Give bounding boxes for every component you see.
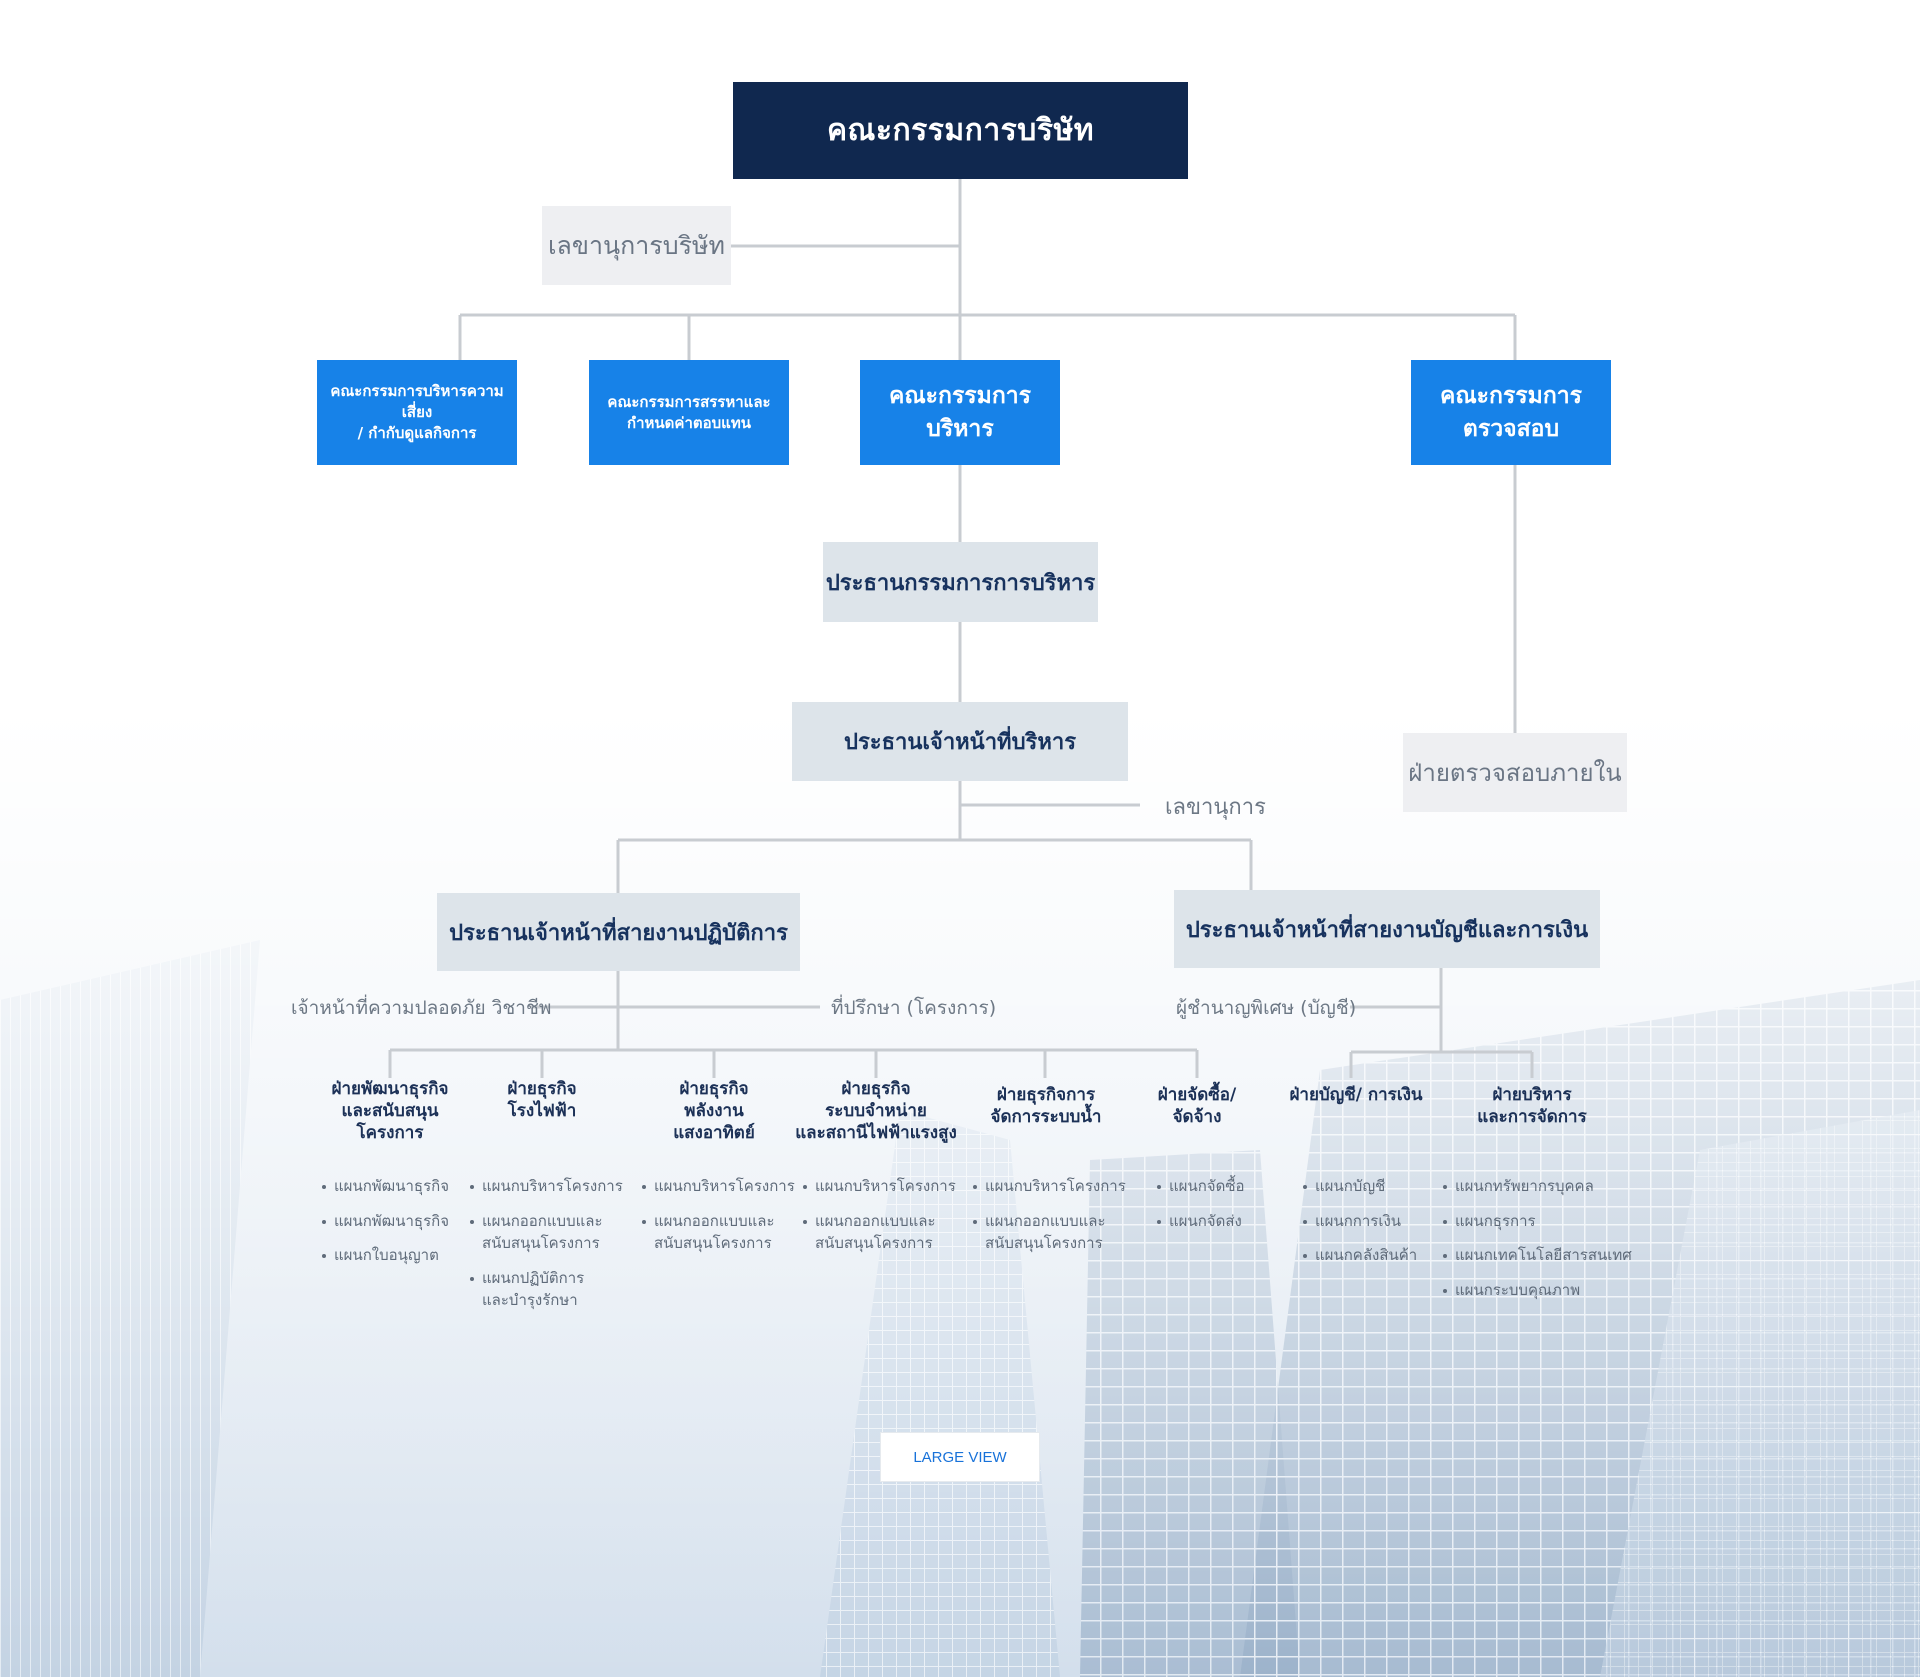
- department-unit-list: แผนกบริหารโครงการ แผนกออกแบบและ สนับสนุน…: [470, 1175, 635, 1324]
- department-unit: แผนกจัดซื้อ: [1157, 1175, 1267, 1198]
- department-unit: แผนกใบอนุญาต: [322, 1244, 472, 1267]
- nomination-remuneration-committee-box: คณะกรรมการสรรหาและ กำหนดค่าตอบแทน: [589, 360, 789, 465]
- department-unit: แผนกออกแบบและ สนับสนุนโครงการ: [973, 1210, 1138, 1255]
- department-unit-list: แผนกบริหารโครงการ แผนกออกแบบและ สนับสนุน…: [803, 1175, 968, 1267]
- department-title: ฝ่ายธุรกิจ พลังงาน แสงอาทิตย์: [673, 1079, 755, 1144]
- audit-committee-box: คณะกรรมการ ตรวจสอบ: [1411, 360, 1611, 465]
- department-unit: แผนกบัญชี: [1303, 1175, 1443, 1198]
- department-unit: แผนกบริหารโครงการ: [803, 1175, 968, 1198]
- department-unit: แผนกระบบคุณภาพ: [1443, 1279, 1633, 1302]
- project-advisor-label: ที่ปรึกษา (โครงการ): [831, 997, 997, 1019]
- safety-officer-label: เจ้าหน้าที่ความปลอดภัย วิชาชีพ: [291, 997, 552, 1019]
- coo-box: ประธานเจ้าหน้าที่สายงานปฏิบัติการ: [437, 893, 800, 971]
- department-unit-list: แผนกจัดซื้อ แผนกจัดส่ง: [1157, 1175, 1267, 1244]
- executive-committee-box: คณะกรรมการ บริหาร: [860, 360, 1060, 465]
- department-unit: แผนกออกแบบและ สนับสนุนโครงการ: [803, 1210, 968, 1255]
- department-unit: แผนกพัฒนาธุรกิจ: [322, 1175, 472, 1198]
- cfo-box: ประธานเจ้าหน้าที่สายงานบัญชีและการเงิน: [1174, 890, 1600, 968]
- department-title: ฝ่ายบัญชี/ การเงิน: [1289, 1085, 1423, 1105]
- risk-governance-committee-box: คณะกรรมการบริหารความเสี่ยง / กำกับดูแลกิ…: [317, 360, 517, 465]
- department-unit: แผนกการเงิน: [1303, 1210, 1443, 1233]
- department-unit: แผนกปฏิบัติการ และบำรุงรักษา: [470, 1267, 635, 1312]
- department-unit: แผนกออกแบบและ สนับสนุนโครงการ: [470, 1210, 635, 1255]
- department-unit-list: แผนกพัฒนาธุรกิจ แผนกพัฒนาธุรกิจ แผนกใบอน…: [322, 1175, 472, 1279]
- department-unit: แผนกบริหารโครงการ: [642, 1175, 807, 1198]
- department-unit: แผนกธุรการ: [1443, 1210, 1633, 1233]
- accounting-specialist-label: ผู้ชำนาญพิเศษ (บัญชี): [1176, 997, 1357, 1019]
- executive-chairman-box: ประธานกรรมการการบริหาร: [823, 542, 1098, 622]
- department-unit-list: แผนกบริหารโครงการ แผนกออกแบบและ สนับสนุน…: [973, 1175, 1138, 1267]
- department-unit: แผนกเทคโนโลยีสารสนเทศ: [1443, 1244, 1633, 1267]
- department-unit: แผนกพัฒนาธุรกิจ: [322, 1210, 472, 1233]
- department-unit-list: แผนกบริหารโครงการ แผนกออกแบบและ สนับสนุน…: [642, 1175, 807, 1267]
- large-view-button[interactable]: LARGE VIEW: [880, 1432, 1040, 1482]
- department-unit: แผนกคลังสินค้า: [1303, 1244, 1443, 1267]
- department-title: ฝ่ายพัฒนาธุรกิจ และสนับสนุน โครงการ: [331, 1079, 449, 1144]
- department-title: ฝ่ายธุรกิจ โรงไฟฟ้า: [507, 1079, 577, 1122]
- department-title: ฝ่ายธุรกิจ ระบบจำหน่าย และสถานีไฟฟ้าแรงส…: [795, 1079, 957, 1144]
- department-unit: แผนกจัดส่ง: [1157, 1210, 1267, 1233]
- ceo-secretary-label: เลขานุการ: [1165, 795, 1266, 820]
- department-title: ฝ่ายบริหาร และการจัดการ: [1477, 1085, 1587, 1128]
- department-title: ฝ่ายธุรกิจการ จัดการระบบน้ำ: [990, 1085, 1102, 1128]
- ceo-box: ประธานเจ้าหน้าที่บริหาร: [792, 702, 1128, 781]
- department-unit: แผนกทรัพยากรบุคคล: [1443, 1175, 1633, 1198]
- department-unit: แผนกบริหารโครงการ: [973, 1175, 1138, 1198]
- department-unit: แผนกออกแบบและ สนับสนุนโครงการ: [642, 1210, 807, 1255]
- board-of-directors-box: คณะกรรมการบริษัท: [733, 82, 1188, 179]
- department-unit-list: แผนกบัญชี แผนกการเงิน แผนกคลังสินค้า: [1303, 1175, 1443, 1279]
- department-unit: แผนกบริหารโครงการ: [470, 1175, 635, 1198]
- company-secretary-box: เลขานุการบริษัท: [542, 206, 731, 285]
- department-unit-list: แผนกทรัพยากรบุคคล แผนกธุรการ แผนกเทคโนโล…: [1443, 1175, 1633, 1313]
- department-title: ฝ่ายจัดซื้อ/ จัดจ้าง: [1157, 1085, 1237, 1128]
- internal-audit-box: ฝ่ายตรวจสอบภายใน: [1403, 733, 1627, 812]
